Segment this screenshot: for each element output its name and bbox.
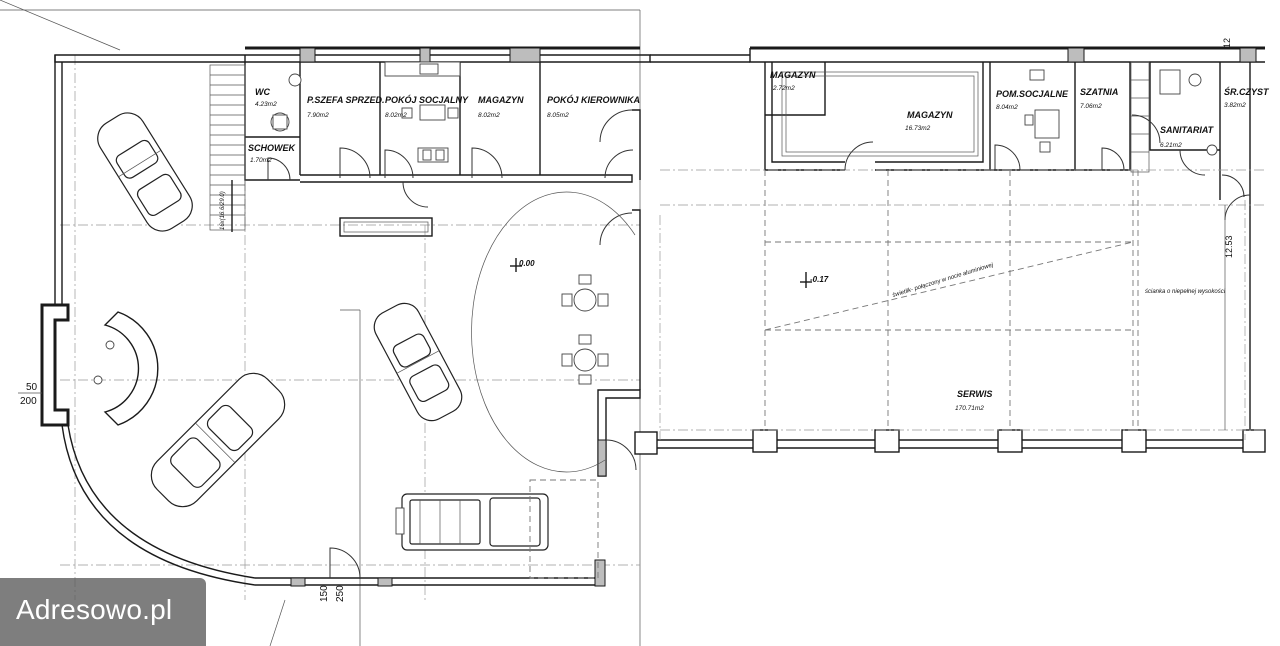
office-furniture — [270, 61, 461, 163]
room-pom-socjalne-name: POM.SOCJALNE — [996, 89, 1069, 99]
room-serwis-area: 170.71m2 — [955, 405, 984, 412]
room-sr-czyst-name: ŚR.CZYST — [1224, 86, 1270, 97]
stairs: 16x(16.6/29.0) — [209, 64, 246, 232]
room-serwis-name: SERWIS — [957, 389, 992, 399]
room-szatnia-name: SZATNIA — [1080, 87, 1118, 97]
room-szatnia-area: 7.06m2 — [1080, 103, 1102, 110]
level-showroom: 0.00 — [519, 259, 535, 268]
car-top-left — [97, 112, 193, 232]
stairs-label: 16x(16.6/29.0) — [220, 191, 226, 230]
dim-left-a: 50 — [26, 382, 38, 393]
room-pom-socjalne-area: 8.04m2 — [996, 104, 1018, 111]
dim-bottom-b: 250 — [335, 585, 346, 602]
room-sanitariat-area: 6.21m2 — [1160, 142, 1182, 149]
level-marker-showroom: 0.00 — [510, 258, 535, 272]
service-furniture — [1024, 69, 1218, 156]
room-szefa-name: P.SZEFA SPRZED. — [307, 95, 385, 105]
room-magazyn-big-name: MAGAZYN — [907, 110, 953, 120]
room-magazyn-left-area: 8.02m2 — [478, 112, 500, 119]
dim-left-b: 200 — [20, 396, 37, 407]
lounge-area — [471, 191, 636, 473]
room-schowek-area: 1.70m2 — [250, 157, 272, 164]
dim-top-right: 12 — [1222, 38, 1232, 48]
room-szefa-area: 7.90m2 — [307, 112, 329, 119]
office-doors — [267, 109, 637, 579]
room-kierownika-name: POKÓJ KIEROWNIKA — [547, 94, 640, 105]
watermark-badge: Adresowo.pl — [0, 578, 206, 646]
room-sanitariat-name: SANITARIAT — [1160, 125, 1215, 135]
suv-parking-outline — [529, 479, 599, 579]
level-marker-service: -0.17 — [800, 272, 829, 288]
note-diagonal: świetlik- połączony w nocie aluminiowej — [892, 262, 995, 299]
car-center — [373, 302, 463, 422]
service-doors — [844, 114, 1251, 221]
service-walls — [634, 46, 1266, 455]
service-grid — [659, 169, 1265, 440]
dim-right-height: 12.53 — [1224, 235, 1234, 258]
note-partial-wall: ścianka o niepełnej wysokości — [1145, 289, 1226, 295]
room-magazyn-small-name: MAGAZYN — [770, 70, 816, 80]
room-magazyn-left-name: MAGAZYN — [478, 95, 524, 105]
level-service: -0.17 — [810, 275, 829, 284]
room-schowek-name: SCHOWEK — [248, 143, 297, 153]
dim-bottom-a: 150 — [319, 585, 330, 602]
reception-desk — [93, 311, 159, 426]
suv — [395, 493, 549, 551]
room-kierownika-area: 8.05m2 — [547, 112, 569, 119]
room-socjalny-area: 8.02m2 — [385, 112, 407, 119]
room-socjalny-name: POKÓJ SOCJALNY — [385, 94, 469, 105]
room-magazyn-small-area: 2.72m2 — [772, 85, 795, 92]
room-wc-area: 4.23m2 — [255, 101, 277, 108]
watermark-text: Adresowo.pl — [16, 594, 173, 625]
car-bottom-left — [150, 372, 286, 508]
room-sr-czyst-area: 3.82m2 — [1224, 102, 1246, 109]
room-wc-name: WC — [255, 87, 270, 97]
room-magazyn-big-area: 16.73m2 — [905, 125, 931, 132]
